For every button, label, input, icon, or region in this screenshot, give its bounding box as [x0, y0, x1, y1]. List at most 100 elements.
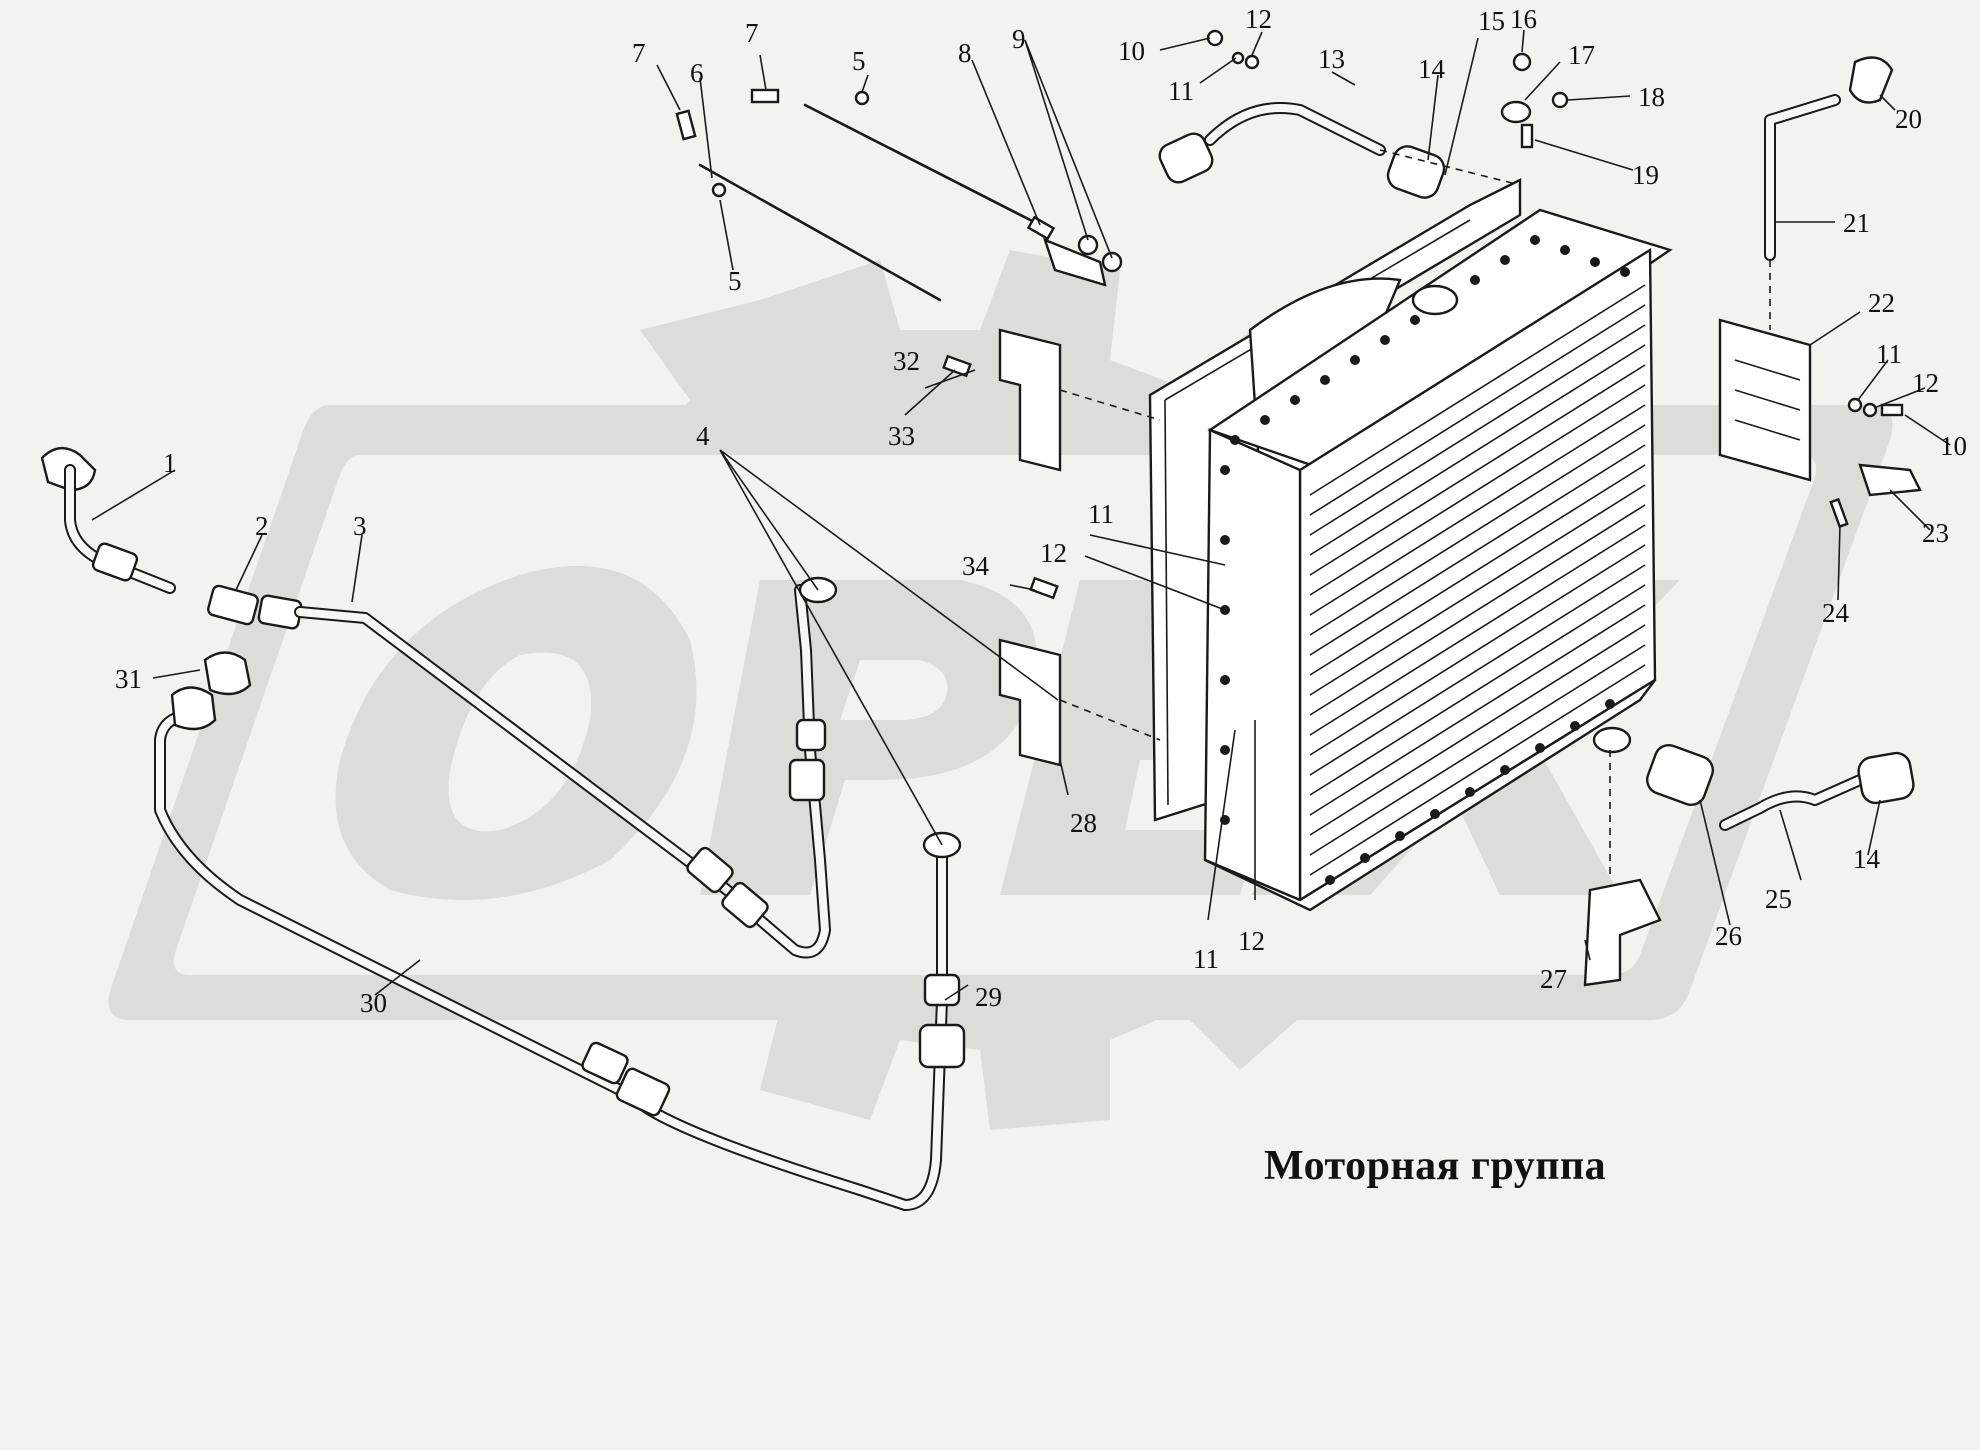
- bolt-10-right: [1880, 403, 1904, 417]
- callout-3: 3: [353, 511, 367, 541]
- drain-valve-27: [1583, 878, 1662, 987]
- callout-11-bottom: 11: [1193, 944, 1219, 974]
- callout-10-right: 10: [1940, 431, 1967, 461]
- callout-6: 6: [690, 58, 704, 88]
- callout-labels: 1 2 3 4 5 5 6 7 7 8 9 10 10 11 11 11 11 …: [115, 4, 1967, 1018]
- radiator-side-tank: [1203, 428, 1302, 902]
- callout-25: 25: [1765, 884, 1792, 914]
- washer-11-right: [1847, 397, 1863, 413]
- hose-clamp-14-lower: [1857, 751, 1915, 805]
- radiator-top-tank: [1207, 208, 1673, 477]
- callout-23: 23: [1922, 518, 1949, 548]
- flange-31: [203, 651, 252, 696]
- callout-27: 27: [1540, 964, 1567, 994]
- radiator-bottom-tank: [1204, 678, 1656, 912]
- union-30a: [581, 1041, 629, 1085]
- radiator-fins: [1309, 284, 1646, 876]
- diagram-caption: Моторная группа: [1264, 1143, 1607, 1189]
- watermark-letter-r: [700, 580, 1037, 895]
- leader-lines: [91, 29, 1951, 1001]
- callout-2: 2: [255, 511, 269, 541]
- union-3a: [686, 846, 734, 894]
- callout-26: 26: [1715, 921, 1742, 951]
- callout-19: 19: [1632, 160, 1659, 190]
- tie-rod-6: [698, 163, 942, 302]
- callout-8: 8: [958, 38, 972, 68]
- watermark-letter-o: [335, 565, 697, 900]
- union-29b: [918, 1023, 966, 1069]
- bracket-28-lower: [998, 638, 1062, 767]
- washer-9b: [1101, 251, 1123, 273]
- callout-4: 4: [696, 421, 710, 451]
- tie-rod-upper: [803, 103, 1042, 227]
- union-2: [207, 584, 259, 626]
- callout-14-top: 14: [1418, 54, 1446, 84]
- callout-22: 22: [1868, 288, 1895, 318]
- hose-clamp-26: [1646, 743, 1714, 807]
- nut-16: [1512, 52, 1532, 72]
- nut-10-top: [1206, 29, 1224, 47]
- nut-5-top: [854, 90, 870, 106]
- union-3b: [721, 881, 769, 929]
- callout-33: 33: [888, 421, 915, 451]
- callout-11-right: 11: [1876, 339, 1902, 369]
- callout-7-left: 7: [632, 38, 646, 68]
- callout-12-bottom: 12: [1238, 926, 1265, 956]
- callout-34: 34: [962, 551, 990, 581]
- callout-9: 9: [1012, 24, 1026, 54]
- bolt-7-right: [750, 88, 780, 104]
- callout-30: 30: [360, 988, 387, 1018]
- stud-24: [1829, 497, 1849, 529]
- filler-cap: [1411, 284, 1459, 316]
- callout-10-top: 10: [1118, 36, 1145, 66]
- callout-1: 1: [163, 448, 177, 478]
- callout-32: 32: [893, 346, 920, 376]
- callout-14-bottom: 14: [1853, 844, 1881, 874]
- callout-12-mid: 12: [1040, 538, 1067, 568]
- nut-12-top: [1244, 54, 1260, 70]
- clamp-ring: [1500, 100, 1532, 124]
- callout-16: 16: [1510, 4, 1537, 34]
- callout-11-top: 11: [1168, 76, 1194, 106]
- union-30b: [615, 1067, 671, 1117]
- union-4a: [788, 758, 826, 802]
- bracket-9: [1043, 237, 1107, 287]
- bracket-23: [1858, 463, 1922, 497]
- callout-31: 31: [115, 664, 142, 694]
- upper-hose-clamp-left: [1158, 132, 1214, 184]
- callout-11-mid: 11: [1088, 499, 1114, 529]
- bolt-33: [942, 354, 972, 378]
- callout-15: 15: [1478, 6, 1505, 36]
- union-1: [91, 542, 139, 582]
- bracket-32-upper: [998, 328, 1062, 472]
- washer-11-top: [1231, 51, 1245, 65]
- callout-24: 24: [1822, 598, 1850, 628]
- right-side-parts: [1583, 56, 1922, 987]
- spacer-8: [1026, 215, 1056, 241]
- callout-20: 20: [1895, 104, 1922, 134]
- bolt-34: [1029, 576, 1059, 600]
- callout-17: 17: [1568, 40, 1595, 70]
- upper-hose-group: [1158, 29, 1569, 199]
- callout-13: 13: [1318, 44, 1345, 74]
- cap-20: [1848, 56, 1894, 104]
- callout-5-top: 5: [852, 46, 866, 76]
- callout-12-top: 12: [1245, 4, 1272, 34]
- upper-hose-clamp-right: [1386, 145, 1446, 199]
- tie-rods: [675, 88, 1123, 302]
- nut-12-right: [1862, 402, 1878, 418]
- drain-nipple: [1592, 726, 1632, 754]
- upper-hose: [1204, 102, 1386, 156]
- callout-18: 18: [1638, 82, 1665, 112]
- oil-lines: [40, 447, 966, 1211]
- callout-29: 29: [975, 982, 1002, 1012]
- bolt-19: [1520, 123, 1534, 149]
- callout-5-bottom: 5: [728, 266, 742, 296]
- union-29a: [923, 973, 961, 1007]
- callout-28: 28: [1070, 808, 1097, 838]
- callout-12-right: 12: [1912, 368, 1939, 398]
- mount-brackets: [942, 328, 1161, 767]
- flange-30: [170, 686, 217, 731]
